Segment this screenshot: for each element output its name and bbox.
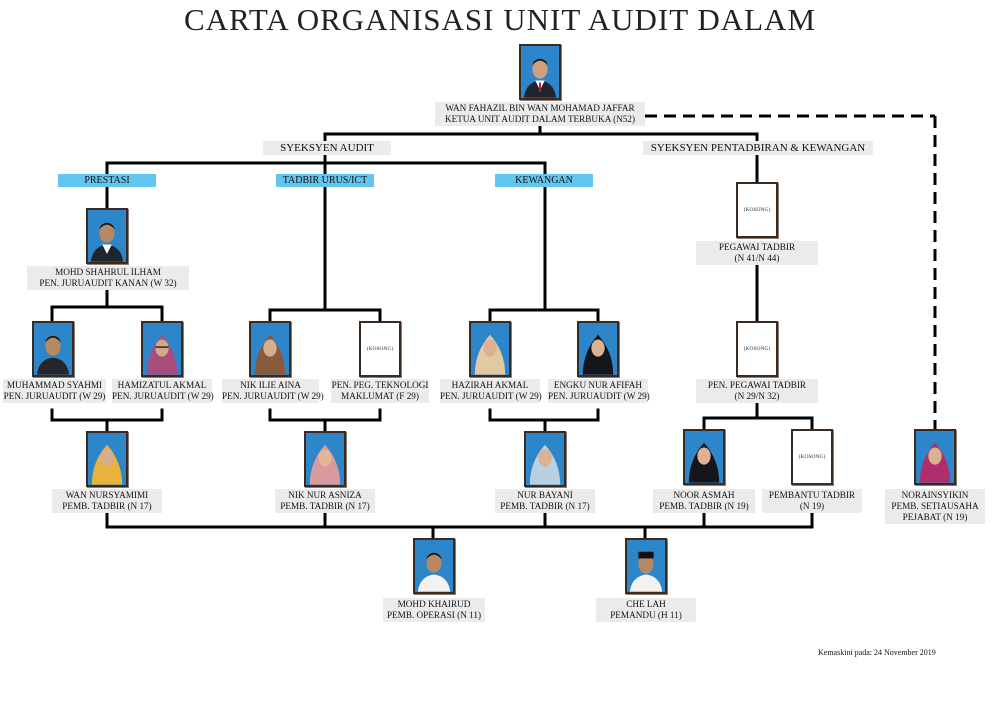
asmah-name: NOOR ASMAH [673, 490, 735, 500]
asniza-name: NIK NUR ASNIZA [288, 490, 362, 500]
label-teknologi: PEN. PEG. TEKNOLOGI MAKLUMAT (F 29) [331, 379, 429, 403]
ilie-name: NIK ILIE AINA [240, 380, 301, 390]
section-audit: SYEKSYEN AUDIT [263, 141, 391, 155]
label-hamizatul: HAMIZATUL AKMAL PEN. JURUAUDIT (W 29) [112, 379, 214, 403]
photo-pembantu-vacant: (KOSONG) [791, 429, 833, 485]
label-head: WAN FAHAZIL BIN WAN MOHAMAD JAFFAR KETUA… [435, 102, 645, 126]
chart-title: CARTA ORGANISASI UNIT AUDIT DALAM [183, 2, 817, 37]
shahrul-name: MOHD SHAHRUL ILHAM [55, 267, 161, 277]
chelah-name: CHE LAH [626, 599, 666, 609]
photo-penpegawai-vacant: (KOSONG) [736, 321, 778, 377]
label-hazirah: HAZIRAH AKMAL PEN. JURUAUDIT (W 29) [440, 379, 542, 403]
label-asniza: NIK NUR ASNIZA PEMB. TADBIR (N 17) [275, 489, 375, 513]
shahrul-post: PEN. JURUAUDIT KANAN (W 32) [39, 278, 177, 288]
label-nursyamimi: WAN NURSYAMIMI PEMB. TADBIR (N 17) [52, 489, 162, 513]
khairud-name: MOHD KHAIRUD [397, 599, 471, 609]
label-bayani: NUR BAYANI PEMB. TADBIR (N 17) [495, 489, 595, 513]
label-ilie: NIK ILIE AINA PEN. JURUAUDIT (W 29) [222, 379, 324, 403]
hazirah-post: PEN. JURUAUDIT (W 29) [440, 391, 542, 401]
label-khairud: MOHD KHAIRUD PEMB. OPERASI (N 11) [383, 598, 485, 622]
nursyamimi-name: WAN NURSYAMIMI [65, 490, 149, 500]
engku-name: ENGKU NUR AFIFAH [553, 380, 643, 390]
photo-chelah [625, 538, 667, 594]
teknologi-post: MAKLUMAT (F 29) [341, 391, 419, 401]
unit-prestasi: PRESTASI [58, 174, 156, 187]
photo-asniza [304, 431, 346, 487]
pegawai-name: PEGAWAI TADBIR [718, 242, 796, 252]
norainsyikin-post2: PEJABAT (N 19) [902, 512, 968, 522]
hazirah-name: HAZIRAH AKMAL [451, 380, 529, 390]
label-engku: ENGKU NUR AFIFAH PEN. JURUAUDIT (W 29) [548, 379, 650, 403]
vacant-teknologi: (KOSONG) [366, 346, 394, 352]
engku-post: PEN. JURUAUDIT (W 29) [548, 391, 650, 401]
photo-hazirah [469, 321, 511, 377]
label-pembantu: PEMBANTU TADBIR (N 19) [762, 489, 862, 513]
unit-kewangan: KEWANGAN [495, 174, 593, 187]
unit-tadbir: TADBIR URUS/ICT [276, 174, 374, 187]
photo-norainsyikin [914, 429, 956, 485]
pembantu-name: PEMBANTU TADBIR [768, 490, 856, 500]
section-admin: SYEKSYEN PENTADBIRAN & KEWANGAN [643, 141, 873, 155]
updated-date: Kemaskini pada: 24 November 2019 [818, 648, 936, 657]
label-syahmi: MUHAMMAD SYAHMI PEN. JURUAUDIT (W 29) [3, 379, 106, 403]
photo-nursyamimi [86, 431, 128, 487]
photo-engku [577, 321, 619, 377]
photo-pegawai-vacant: (KOSONG) [736, 182, 778, 238]
bayani-name: NUR BAYANI [517, 490, 573, 500]
penpegawai-post: (N 29/N 32) [734, 391, 780, 401]
head-name: WAN FAHAZIL BIN WAN MOHAMAD JAFFAR [445, 103, 635, 113]
photo-hamizatul [141, 321, 183, 377]
hamizatul-post: PEN. JURUAUDIT (W 29) [112, 391, 214, 401]
ilie-post: PEN. JURUAUDIT (W 29) [222, 391, 324, 401]
label-chelah: CHE LAH PEMANDU (H 11) [596, 598, 696, 622]
photo-asmah [683, 429, 725, 485]
chelah-post: PEMANDU (H 11) [610, 610, 682, 620]
norainsyikin-name: NORAINSYIKIN [901, 490, 969, 500]
pembantu-post: (N 19) [799, 501, 825, 511]
vacant-penpegawai: (KOSONG) [743, 346, 771, 352]
asniza-post: PEMB. TADBIR (N 17) [280, 501, 370, 511]
label-shahrul: MOHD SHAHRUL ILHAM PEN. JURUAUDIT KANAN … [27, 266, 189, 290]
nursyamimi-post: PEMB. TADBIR (N 17) [62, 501, 152, 511]
syahmi-name: MUHAMMAD SYAHMI [6, 380, 103, 390]
head-post: KETUA UNIT AUDIT DALAM TERBUKA (N52) [444, 114, 636, 124]
label-norainsyikin: NORAINSYIKIN PEMB. SETIAUSAHA PEJABAT (N… [885, 489, 985, 524]
bayani-post: PEMB. TADBIR (N 17) [500, 501, 590, 511]
asmah-post: PEMB. TADBIR (N 19) [659, 501, 749, 511]
penpegawai-name: PEN. PEGAWAI TADBIR [707, 380, 807, 390]
photo-syahmi [32, 321, 74, 377]
label-asmah: NOOR ASMAH PEMB. TADBIR (N 19) [653, 489, 755, 513]
label-pegawai: PEGAWAI TADBIR (N 41/N 44) [696, 241, 818, 265]
syahmi-post: PEN. JURUAUDIT (W 29) [3, 391, 106, 401]
photo-head [519, 44, 561, 100]
photo-khairud [413, 538, 455, 594]
photo-shahrul [86, 208, 128, 264]
vacant-pembantu: (KOSONG) [798, 454, 826, 460]
photo-bayani [524, 431, 566, 487]
vacant-pegawai: (KOSONG) [743, 207, 771, 213]
label-penpegawai: PEN. PEGAWAI TADBIR (N 29/N 32) [696, 379, 818, 403]
hamizatul-name: HAMIZATUL AKMAL [117, 380, 207, 390]
photo-ilie [249, 321, 291, 377]
khairud-post: PEMB. OPERASI (N 11) [386, 610, 482, 620]
norainsyikin-post: PEMB. SETIAUSAHA [891, 501, 979, 511]
pegawai-post: (N 41/N 44) [734, 253, 780, 263]
teknologi-name: PEN. PEG. TEKNOLOGI [331, 380, 429, 390]
photo-teknologi-vacant: (KOSONG) [359, 321, 401, 377]
